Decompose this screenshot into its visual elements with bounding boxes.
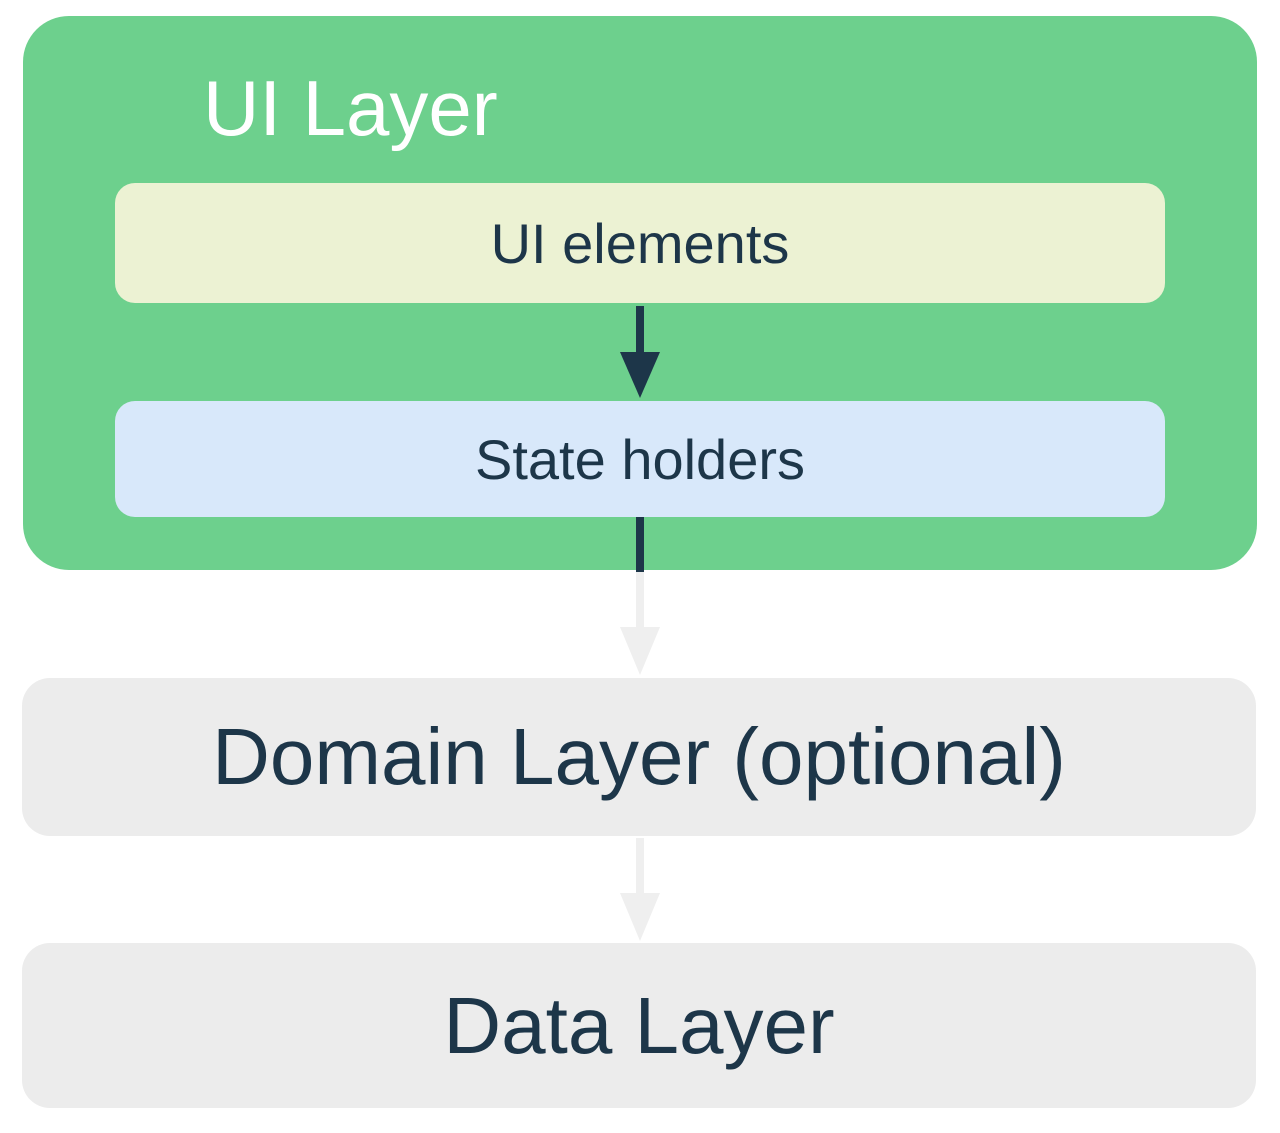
data-layer-box: Data Layer [22, 943, 1256, 1108]
domain-layer-box: Domain Layer (optional) [22, 678, 1256, 836]
ui-layer-title: UI Layer [203, 64, 498, 152]
ui-elements-box: UI elements [115, 183, 1165, 303]
arrowhead-ui-layer-to-domain-layer [620, 627, 660, 675]
state-holders-box: State holders [115, 401, 1165, 517]
data-layer-label: Data Layer [443, 980, 835, 1070]
arrow-ui-layer-to-domain-layer [636, 572, 644, 629]
arrow-domain-layer-to-data-layer [636, 838, 644, 895]
arrowhead-domain-layer-to-data-layer [620, 893, 660, 941]
arrowhead-ui-elements-to-state-holders [620, 352, 660, 398]
state-holders-label: State holders [475, 427, 805, 491]
arrow-ui-elements-to-state-holders [636, 306, 644, 356]
ui-elements-label: UI elements [490, 211, 790, 275]
connector-state-holders-to-ui-layer-edge [636, 517, 644, 572]
domain-layer-label: Domain Layer (optional) [212, 712, 1066, 801]
